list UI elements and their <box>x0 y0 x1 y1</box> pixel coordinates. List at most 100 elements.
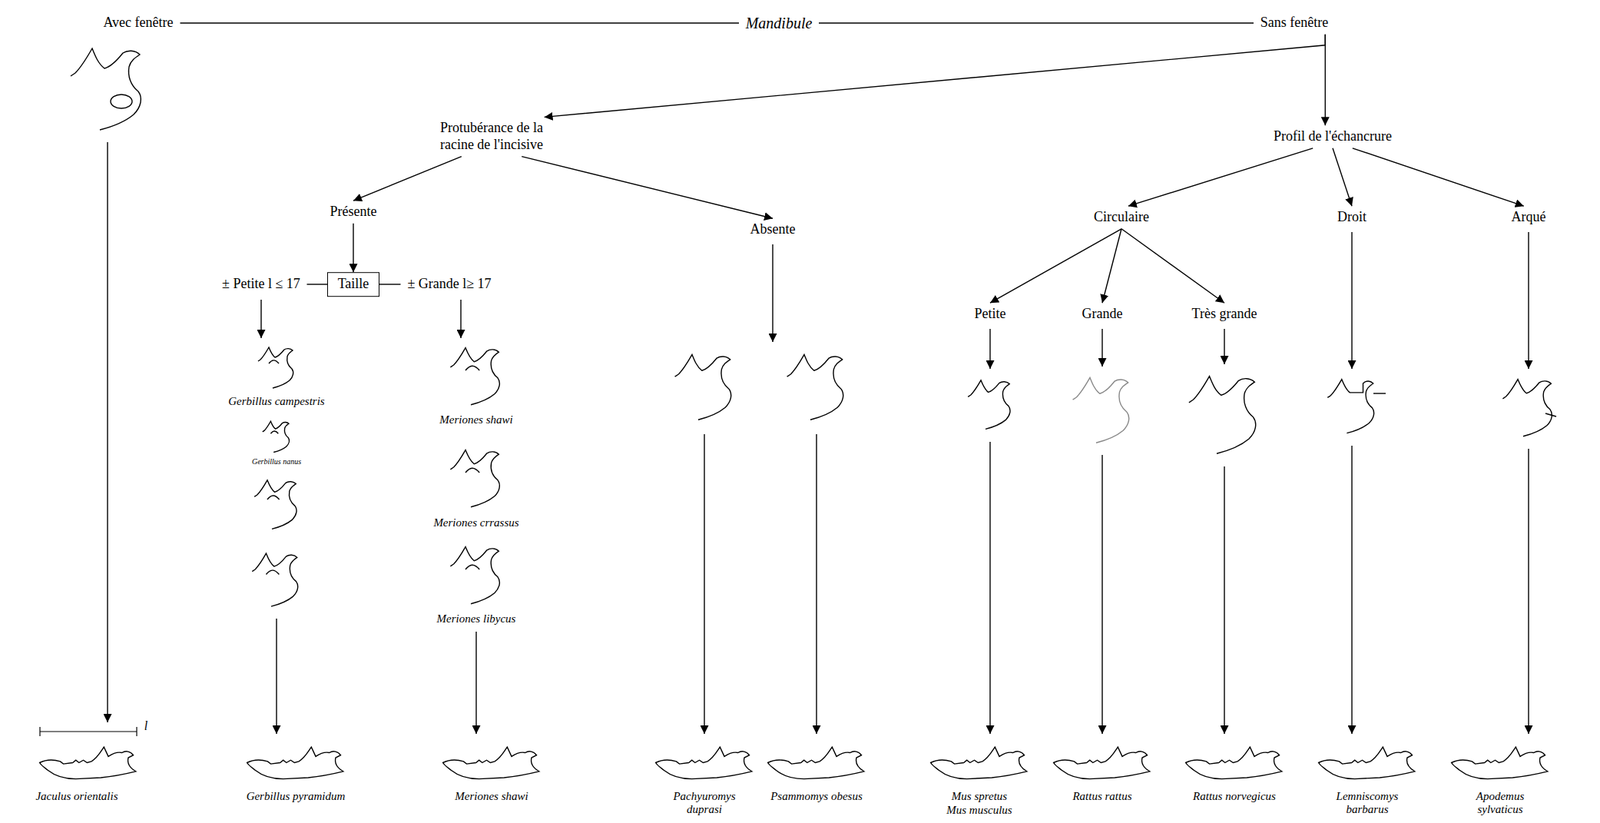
species-name: Gerbillus pyramidum <box>246 789 346 803</box>
flow-arrow <box>1351 445 1352 734</box>
ramus-drawing <box>1073 377 1130 443</box>
species-name: Lemniscomys barbarus <box>1336 789 1399 815</box>
species-name: Apodemus sylvaticus <box>1476 789 1525 815</box>
node-text: Profil de l'échancrure <box>1272 128 1393 146</box>
connector <box>1128 148 1313 206</box>
mandible-drawing <box>443 746 540 779</box>
node-text: Absente <box>749 221 796 239</box>
ramus-drawing <box>450 546 500 604</box>
connector <box>521 156 773 219</box>
ramus-drawing <box>1502 379 1552 437</box>
flow-arrow <box>1527 448 1529 734</box>
criterion-label: Absente <box>743 218 802 242</box>
mandible-drawing <box>1185 746 1282 779</box>
ramus-drawing <box>787 354 844 420</box>
criterion-label: Profil de l'échancrure <box>1266 125 1399 149</box>
node-text: Arqué <box>1510 208 1547 226</box>
connector <box>990 228 1122 303</box>
ramus-drawing <box>258 347 294 388</box>
flow-arrow <box>815 433 817 734</box>
node-text: Présente <box>329 203 378 221</box>
notch-mark <box>1545 413 1557 417</box>
node-text: ± Grande l≥ 17 <box>407 275 493 293</box>
flow-arrow <box>989 441 991 734</box>
species-name: Mus musculus <box>946 803 1012 817</box>
ramus-drawing <box>1189 376 1256 454</box>
node-text: Taille <box>337 275 370 293</box>
ramus-drawing <box>251 553 298 607</box>
criterion-label: Circulaire <box>1087 205 1157 229</box>
connector <box>379 283 401 285</box>
connector <box>1325 34 1326 126</box>
species-name: Meriones shawi <box>454 789 528 803</box>
ramus-drawing <box>450 450 500 507</box>
connector <box>1332 148 1352 206</box>
flow-arrow <box>475 631 477 734</box>
fenestra <box>110 94 133 109</box>
dimension-tick <box>135 726 137 736</box>
connector <box>353 156 462 202</box>
flow-arrow <box>1527 231 1529 369</box>
flow-arrow <box>1223 328 1225 365</box>
mandible-drawing <box>655 746 752 779</box>
species-name: Mus spretus <box>951 789 1008 803</box>
ramus-drawing <box>675 354 732 420</box>
node-text: Droit <box>1337 208 1368 226</box>
species-name: Psammomys obesus <box>770 789 863 803</box>
connector <box>1102 228 1122 303</box>
species-name: Rattus norvegicus <box>1192 789 1276 803</box>
flow-arrow <box>260 299 262 338</box>
criterion-label: Avec fenêtre <box>96 11 181 35</box>
criterion-label: Sans fenêtre <box>1253 11 1335 35</box>
flow-arrow <box>460 299 461 338</box>
ramus-drawing <box>254 480 297 530</box>
mandible-drawing <box>930 746 1027 779</box>
mandible-drawing <box>1451 746 1548 779</box>
mandible-drawing <box>247 746 344 779</box>
ramus-drawing <box>967 380 1011 430</box>
criterion-label: Arqué <box>1504 205 1553 229</box>
node-text: Mandibule <box>745 13 813 33</box>
species-name: Gerbillus nanus <box>251 457 302 466</box>
criterion-label: Grande <box>1075 302 1130 326</box>
flow-arrow <box>106 142 108 723</box>
connector <box>818 22 1254 24</box>
node-text: Petite <box>973 305 1007 323</box>
ramus-drawing <box>450 347 500 405</box>
dimension-tick <box>39 726 40 736</box>
ramus-drawing <box>1327 379 1374 434</box>
ramus-drawing <box>70 48 141 130</box>
species-name: Jaculus orientalis <box>35 789 118 803</box>
species-name: Rattus rattus <box>1072 789 1132 803</box>
connector <box>1352 148 1524 206</box>
criterion-label: Droit <box>1331 205 1374 229</box>
flow-arrow <box>1223 466 1225 734</box>
node-text: ± Petite l ≤ 17 <box>221 275 302 293</box>
root-label: Mandibule <box>738 10 819 36</box>
mandible-drawing <box>39 746 136 779</box>
species-name: Meriones libycus <box>437 612 517 626</box>
flow-arrow <box>1351 231 1352 369</box>
connector <box>1121 228 1225 303</box>
dimension-label: l <box>144 718 148 733</box>
mandible-drawing <box>1318 746 1415 779</box>
connector <box>180 22 740 24</box>
flow-arrow <box>1101 454 1103 734</box>
connector <box>544 34 1326 118</box>
mandible-drawing <box>1053 746 1150 779</box>
flow-arrow <box>275 618 277 734</box>
node-text: Circulaire <box>1093 208 1150 226</box>
flow-arrow <box>989 328 991 369</box>
node-text: Grande <box>1081 305 1123 323</box>
connector <box>307 283 328 285</box>
criterion-label: Présente <box>323 200 384 224</box>
species-name: Pachyuromys duprasi <box>672 789 736 815</box>
dimension-line <box>39 730 137 732</box>
size-label: ± Petite l ≤ 17 <box>215 272 308 296</box>
species-name: Meriones crrassus <box>433 516 519 530</box>
mandible-drawing <box>768 746 865 779</box>
size-label: ± Grande l≥ 17 <box>400 272 499 296</box>
criterion-label: Petite <box>967 302 1013 326</box>
flow-arrow <box>1101 328 1103 367</box>
node-text: Protubérance de la racine de l'incisive <box>422 119 561 153</box>
